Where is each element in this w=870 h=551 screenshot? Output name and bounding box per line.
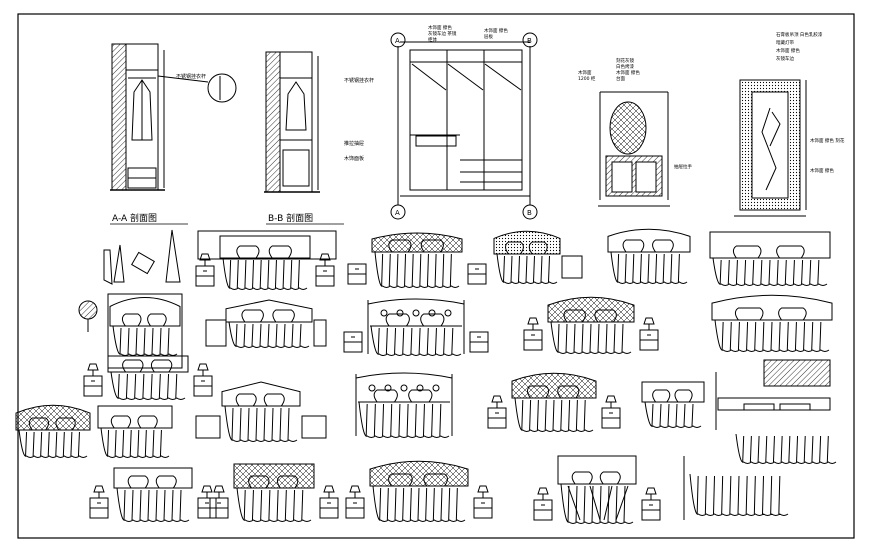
clothing-accessories: [103, 229, 181, 285]
bed-elevation-5: [709, 231, 831, 286]
bed-elevation-6: [109, 297, 181, 356]
callout-tall-side-1: 木饰面 擦色 刻花: [810, 137, 845, 144]
bed-elevation-12: [221, 381, 301, 442]
bed-elevation-13: [355, 372, 453, 438]
callout-tall-4: 灰镜车边: [776, 55, 794, 62]
callout-tall-3: 木饰面 擦色: [776, 47, 800, 54]
bed-elevation-21: [533, 455, 661, 524]
callout-wardrobe-b-shelf: 木饰面板: [344, 155, 364, 162]
bed-elevation-17: [97, 405, 173, 458]
bed-elevation-3: [493, 230, 561, 284]
callout-dresser-4: 台面: [616, 75, 625, 82]
callout-tall-1: 石膏板吊顶 白色乳胶漆: [776, 31, 823, 38]
marker-b-bottom: B: [527, 209, 532, 217]
callout-tall-2: 暗藏灯带: [776, 39, 794, 46]
callout-dresser-left-1: 木饰面: [578, 69, 592, 76]
bed-elevation-14: [487, 372, 621, 432]
tall-cabinet-elevation: [734, 79, 807, 217]
callout-dresser-1: 刻花灰镜: [616, 57, 634, 64]
wardrobe-section-b: [264, 51, 320, 193]
callout-tall-side-2: 木饰面 擦色: [810, 167, 834, 174]
callout-plan-top-left-1: 木饰面 擦色: [428, 24, 452, 31]
bed-elevations: [15, 228, 837, 524]
bed-elevation-1: [195, 235, 335, 290]
marker-a-top: A: [395, 37, 400, 45]
wardrobe-plan-elevation: [390, 32, 538, 220]
bed-elevation-11: [83, 355, 213, 400]
section-title-aa: A-A 剖面图: [112, 212, 157, 224]
bed-elevation-18: [89, 467, 217, 522]
callout-dresser-2: 白色烤漆: [616, 63, 634, 70]
bed-elevation-16: [15, 404, 91, 458]
bed-elevation-20: [345, 460, 493, 522]
callout-plan-top-right-2: 层板: [484, 33, 493, 40]
callout-wardrobe-b-rod: 不锈钢挂衣杆: [344, 77, 374, 84]
callout-dresser-left-2: 1200 柜: [578, 75, 596, 82]
dresser-elevation: [598, 91, 670, 207]
drawing-border: [17, 13, 855, 539]
callout-plan-top-left-2: 灰镜车边 茶镜: [428, 30, 457, 37]
bed-elevation-15: [641, 381, 705, 428]
bed-elevation-10: [711, 294, 833, 352]
bed-elevation-19: [209, 463, 339, 522]
callout-wardrobe-a: 不锈钢挂衣杆: [176, 73, 206, 80]
callout-dresser-side: 抽屉拉手: [674, 163, 692, 170]
callout-dresser-3: 木饰面 擦色: [616, 69, 640, 76]
callout-plan-top-left-3: 柜体: [428, 36, 437, 43]
bed-elevation-4: [607, 228, 691, 284]
callout-plan-top-right-1: 木饰面 擦色: [484, 27, 508, 34]
bed-elevation-8: [343, 298, 489, 356]
callout-wardrobe-b-drawer: 推拉抽屉: [344, 140, 364, 147]
marker-b-top: B: [527, 37, 532, 45]
marker-a-bottom: A: [395, 209, 400, 217]
bed-elevation-2: [347, 232, 487, 288]
bed-elevation-7: [225, 299, 313, 348]
bed-elevation-9: [523, 296, 659, 354]
section-title-bb: B-B 剖面图: [268, 212, 313, 224]
wardrobe-section-a: [110, 43, 237, 191]
